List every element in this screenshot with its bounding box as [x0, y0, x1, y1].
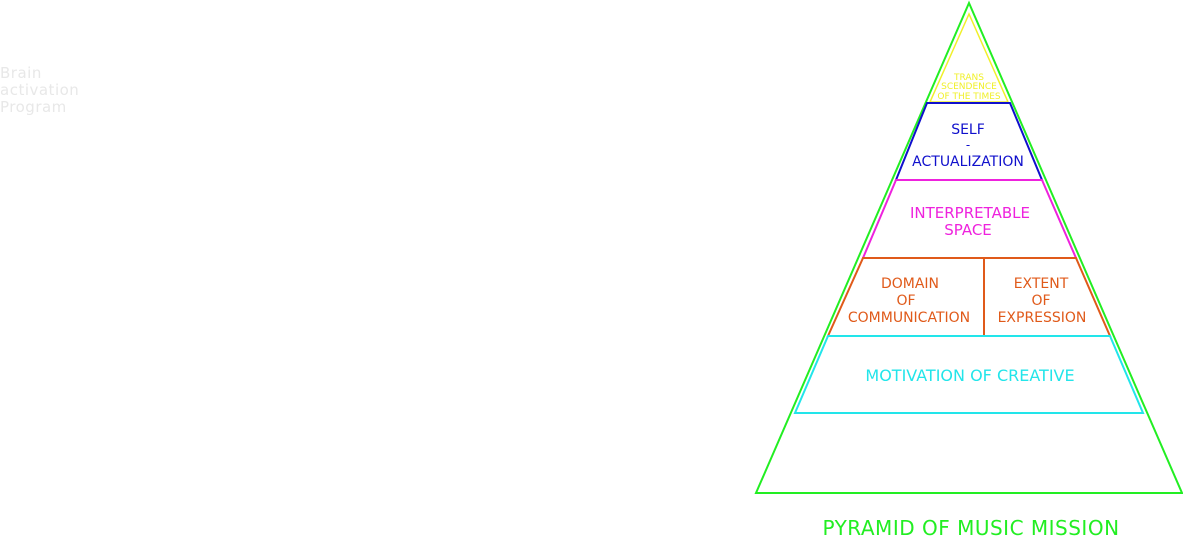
brand-line-2: activation	[0, 81, 80, 99]
tier-1-line-2: SCENDENCE	[941, 82, 997, 92]
tier-4-right-line-3: EXPRESSION	[998, 310, 1087, 326]
tier-4-left-line-2: OF	[896, 293, 915, 309]
pyramid-outline	[754, 0, 1183, 494]
brand-text: Brain activation Program	[0, 65, 79, 116]
brand-line-3: Program	[0, 98, 67, 116]
tier-4-right-line-1: EXTENT	[1014, 276, 1069, 292]
tier-1-line-1: TRANS	[953, 73, 984, 83]
tier-3-line-1: INTERPRETABLE	[910, 204, 1030, 222]
tier-4-right-line-2: OF	[1031, 293, 1050, 309]
tier-5-line-1: MOTIVATION OF CREATIVE	[865, 366, 1074, 385]
brand-line-1: Brain	[0, 64, 42, 82]
tier-3-line-2: SPACE	[944, 221, 992, 239]
tier-4-left-line-3: COMMUNICATION	[848, 310, 970, 326]
tier-2-line-3: ACTUALIZATION	[912, 154, 1024, 170]
tier-5-shape	[793, 335, 1145, 414]
pyramid-title: PYRAMID OF MUSIC MISSION	[822, 516, 1120, 540]
tier-2-line-1: SELF	[951, 122, 985, 138]
tier-1-line-3: OF THE TIMES	[937, 92, 1001, 102]
tier-4-left-line-1: DOMAIN	[881, 276, 939, 292]
tier-2-line-2: -	[966, 138, 970, 152]
